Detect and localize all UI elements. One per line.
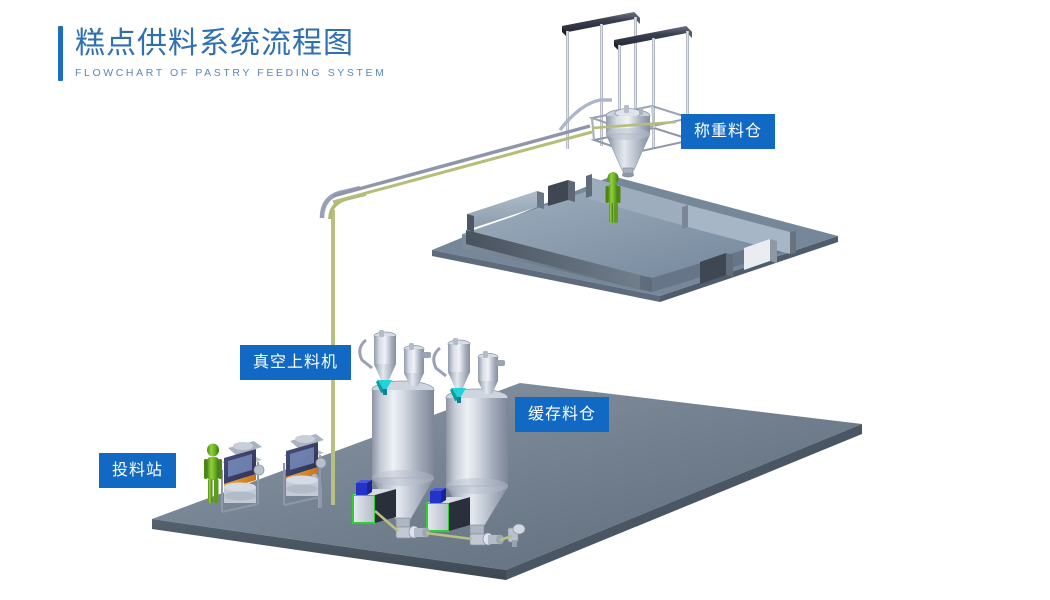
vacuum-feeder-2 <box>432 338 471 403</box>
title-subtitle-en: FLOWCHART OF PASTRY FEEDING SYSTEM <box>75 67 387 79</box>
worker-upper <box>605 172 621 223</box>
feeding-station-1 <box>221 441 265 513</box>
vacuum-feeder-1 <box>358 330 397 395</box>
mezzanine-platform <box>432 174 838 302</box>
overhead-pipes <box>332 98 677 204</box>
rotary-valve-2 <box>469 532 504 546</box>
vacuum-feeder-1b <box>403 343 431 386</box>
title-text-group: 糕点供料系统流程图 FLOWCHART OF PASTRY FEEDING SY… <box>75 26 386 81</box>
label-weighing-silo[interactable]: 称重料仓 <box>681 114 776 149</box>
weighing-hopper <box>605 105 651 178</box>
worker-lower <box>204 443 222 503</box>
control-cabinet-2 <box>426 488 470 532</box>
ceiling-beam-left <box>562 12 640 149</box>
blower-unit <box>507 523 526 547</box>
page-title: 糕点供料系统流程图 FLOWCHART OF PASTRY FEEDING SY… <box>58 26 386 81</box>
label-feeding-station[interactable]: 投料站 <box>99 453 177 488</box>
label-vacuum-feeder[interactable]: 真空上料机 <box>240 345 352 380</box>
vacuum-feeder-2b <box>477 351 505 394</box>
rotary-valve-1 <box>395 525 430 539</box>
title-accent-bar <box>58 26 63 81</box>
ceiling-beam-right <box>614 26 692 151</box>
title-main-cn: 糕点供料系统流程图 <box>75 26 354 61</box>
feeding-station-2 <box>283 434 327 506</box>
label-buffer-silo[interactable]: 缓存料仓 <box>515 397 610 432</box>
